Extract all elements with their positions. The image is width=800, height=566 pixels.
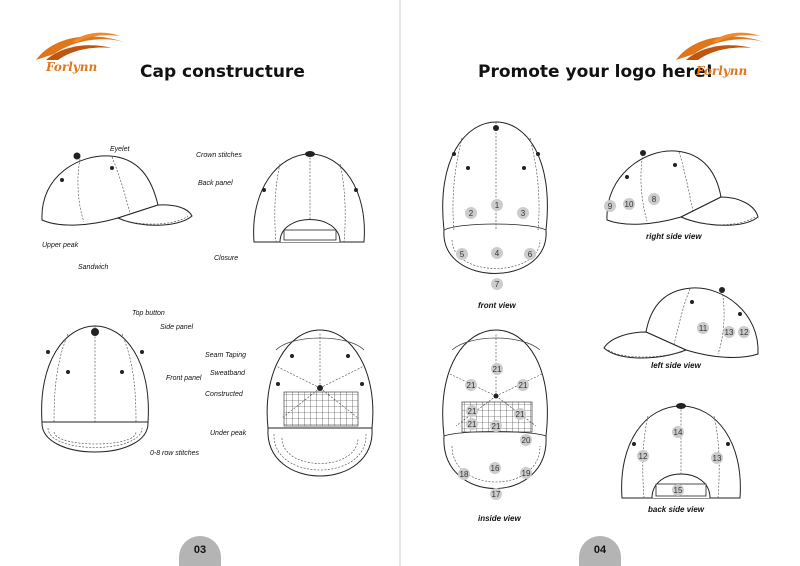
page-title: Cap constructure — [140, 62, 305, 82]
svg-text:12: 12 — [639, 452, 648, 461]
svg-text:13: 13 — [713, 454, 722, 463]
svg-text:21: 21 — [519, 381, 528, 390]
label-side-panel: Side panel — [160, 324, 194, 331]
svg-text:15: 15 — [674, 486, 683, 495]
svg-text:5: 5 — [460, 250, 465, 259]
label-sandwich: Sandwich — [78, 264, 109, 271]
svg-text:20: 20 — [522, 436, 531, 445]
svg-text:1: 1 — [495, 201, 500, 210]
cap-front-illustration — [41, 325, 149, 453]
svg-text:10: 10 — [625, 200, 634, 209]
svg-text:2: 2 — [469, 209, 474, 218]
front-view-positions: 1 2 3 4 5 6 7 — [456, 199, 536, 290]
label-eyelet: Eyelet — [110, 146, 130, 153]
label-upper-peak: Upper peak — [42, 242, 79, 249]
svg-text:17: 17 — [492, 490, 501, 499]
brand-name: Forlynn — [46, 60, 98, 74]
svg-text:18: 18 — [460, 470, 469, 479]
label-back-panel: Back panel — [198, 180, 233, 187]
cap-inside-illustration — [266, 329, 374, 477]
cap-back-illustration — [253, 151, 365, 243]
svg-text:7: 7 — [495, 280, 500, 289]
svg-text:14: 14 — [674, 428, 683, 437]
back-side-view-illustration: 14 12 13 15 — [621, 403, 741, 499]
caption-front-view: front view — [478, 301, 516, 310]
page-title-right: Promote your logo here! — [478, 62, 714, 82]
left-side-view-illustration: 11 13 12 — [603, 287, 759, 359]
page-number-right: 04 — [579, 536, 621, 566]
caption-inside-view: inside view — [478, 514, 521, 523]
label-sweatband: Sweatband — [210, 370, 246, 377]
label-constructed: Constructed — [205, 391, 243, 398]
right-side-view-illustration: 9 10 8 — [604, 150, 759, 226]
label-under-peak: Under peak — [210, 430, 247, 437]
svg-text:21: 21 — [492, 422, 501, 431]
svg-text:3: 3 — [521, 209, 526, 218]
svg-text:12: 12 — [740, 328, 749, 337]
svg-text:11: 11 — [699, 324, 708, 333]
svg-text:4: 4 — [495, 249, 500, 258]
caption-right-side-view: right side view — [646, 232, 702, 241]
inside-view-illustration — [442, 329, 548, 489]
svg-text:21: 21 — [468, 407, 477, 416]
front-view-illustration — [442, 121, 548, 274]
svg-text:13: 13 — [725, 328, 734, 337]
label-crown-stitches: Crown stitches — [196, 152, 242, 159]
svg-text:6: 6 — [528, 250, 533, 259]
svg-text:21: 21 — [516, 410, 525, 419]
right-page: Promote your logo here! Forlynn 1 2 3 4 … — [400, 0, 800, 566]
label-seam-taping: Seam Taping — [205, 352, 246, 359]
caption-back-side-view: back side view — [648, 505, 705, 514]
inside-view-positions: 21 21 21 21 21 21 21 20 16 18 19 17 — [458, 363, 532, 500]
svg-text:8: 8 — [652, 195, 657, 204]
brand-name-right: Forlynn — [696, 64, 748, 78]
label-top-button: Top button — [132, 310, 165, 317]
cap-side-illustration — [41, 152, 193, 226]
left-page: Forlynn Cap constructure Eyelet Upper pe… — [36, 32, 374, 566]
forlynn-logo-icon — [676, 32, 764, 60]
svg-text:16: 16 — [491, 464, 500, 473]
svg-text:19: 19 — [522, 469, 531, 478]
svg-text:21: 21 — [493, 365, 502, 374]
svg-text:21: 21 — [467, 381, 476, 390]
label-front-panel: Front panel — [166, 375, 202, 382]
svg-text:9: 9 — [608, 202, 613, 211]
caption-left-side-view: left side view — [651, 361, 701, 370]
svg-text:21: 21 — [468, 420, 477, 429]
label-row-stitches: 0-8 row stitches — [150, 450, 200, 457]
forlynn-logo-icon — [36, 32, 124, 60]
page-gutter — [399, 0, 401, 566]
page-number-left: 03 — [179, 536, 221, 566]
label-closure: Closure — [214, 255, 239, 262]
